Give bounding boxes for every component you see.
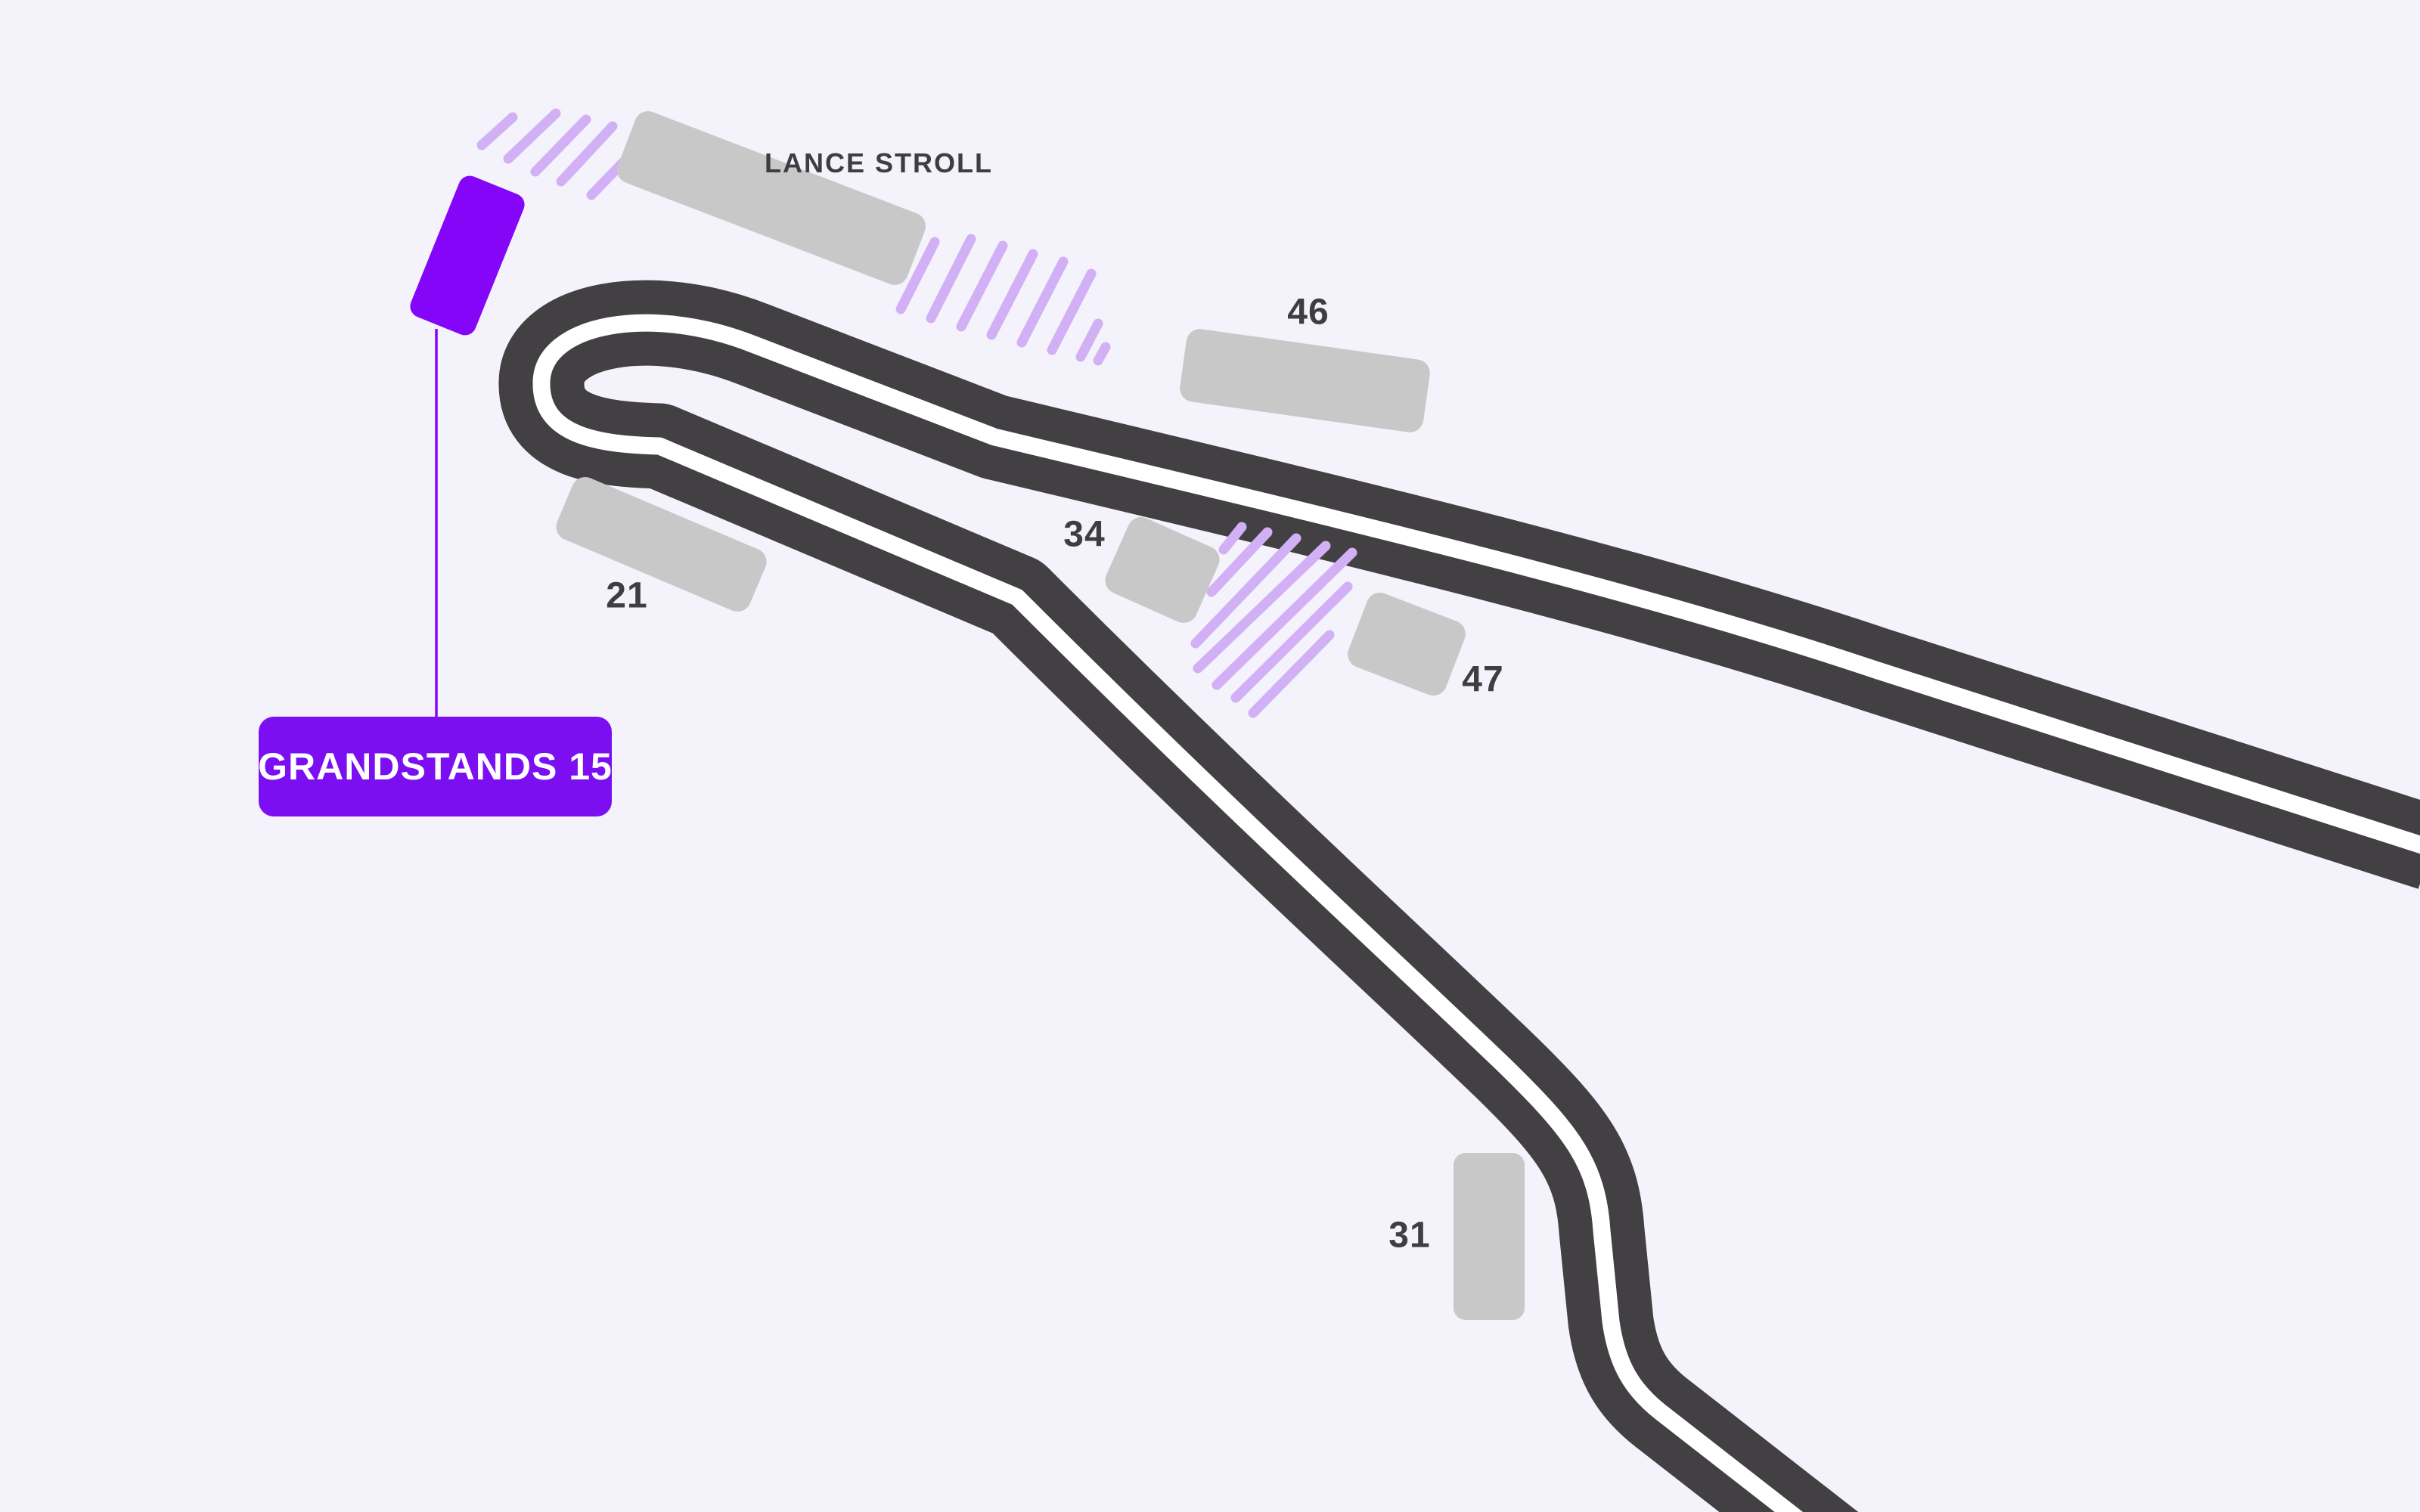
hatch-stripe: [1206, 527, 1273, 597]
grandstand-31-label: 31: [1388, 1215, 1431, 1256]
hatch-stripe: [1075, 318, 1103, 362]
hatch-stripe: [956, 240, 1008, 332]
hatch-zone-top-right: [895, 234, 1111, 366]
grandstand-31[interactable]: [1454, 1153, 1525, 1320]
selected-grandstand-tag[interactable]: GRANDSTANDS 15: [258, 717, 612, 816]
hatch-stripe: [503, 108, 561, 164]
hatch-stripe: [1212, 547, 1357, 690]
hatch-stripe: [1047, 268, 1097, 355]
hatch-stripe: [530, 114, 591, 177]
grandstand-46-label: 46: [1287, 292, 1329, 333]
track-road: [498, 280, 2420, 1512]
hatch-stripe: [1230, 581, 1353, 703]
grandstand-34-label: 34: [1063, 514, 1106, 555]
hatch-stripe: [986, 249, 1038, 340]
hatch-stripe: [556, 121, 618, 187]
hatch-stripe: [476, 112, 518, 150]
hatch-stripe: [895, 237, 940, 314]
track-center-line: [532, 314, 2420, 1512]
hatch-stripe: [1193, 541, 1331, 674]
hatch-stripe: [1218, 522, 1247, 555]
hatch-stripe: [1190, 533, 1302, 649]
hatch-zone-middle: [1190, 522, 1357, 718]
grandstand-47-label: 47: [1462, 659, 1504, 700]
hatch-stripe: [1093, 342, 1111, 366]
grandstand-21-label: 21: [606, 575, 648, 616]
hatch-zone-top-left: [476, 108, 639, 200]
driver-name-label: LANCE STROLL: [765, 147, 993, 178]
hatch-stripe: [1016, 256, 1069, 348]
hatch-stripe: [926, 234, 976, 324]
hatch-stripe: [1248, 630, 1335, 718]
